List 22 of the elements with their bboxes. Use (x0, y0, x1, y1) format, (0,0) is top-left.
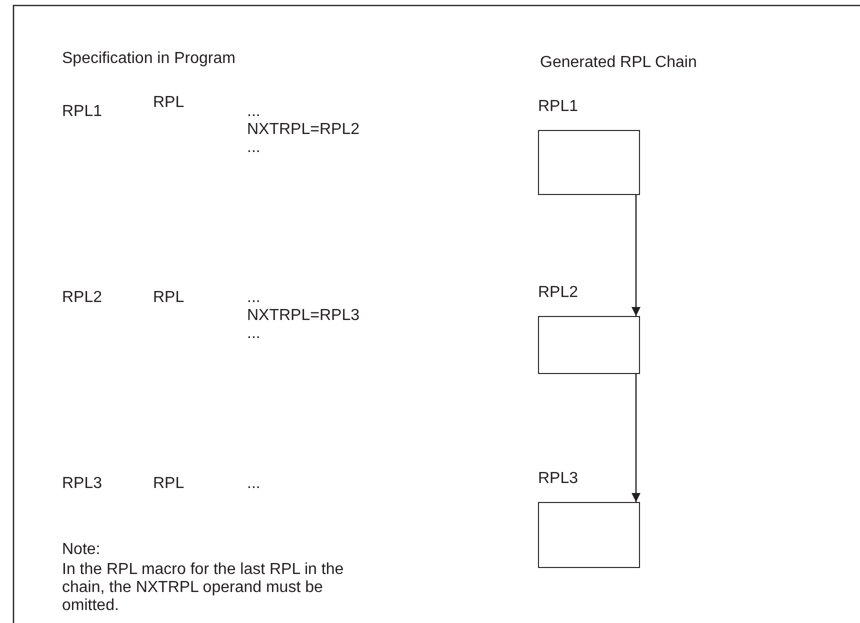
arrow (632, 374, 640, 502)
code-text: NXTRPL=RPL2 (247, 121, 360, 139)
macro-name: RPL (153, 475, 184, 493)
code-text: ... (247, 289, 260, 307)
box-heading: RPL2 (538, 284, 578, 302)
heading: Specification in Program (62, 50, 236, 68)
macro-name: RPL (153, 289, 184, 307)
macro-name: RPL (153, 94, 184, 112)
arrow (632, 195, 640, 316)
heading: Generated RPL Chain (540, 54, 697, 72)
row-name: RPL2 (62, 289, 102, 307)
row-name: RPL3 (62, 475, 102, 493)
note-heading: Note: (62, 541, 100, 559)
code-text: ... (247, 139, 260, 157)
code-text: NXTRPL=RPL3 (247, 307, 360, 325)
code-text: ... (247, 103, 260, 121)
row-name: RPL1 (62, 103, 102, 121)
code-text: ... (247, 475, 260, 493)
box-heading: RPL3 (538, 470, 578, 488)
box-heading: RPL1 (538, 98, 578, 116)
code-text: ... (247, 325, 260, 343)
note-text: In the RPL macro for the last RPL in the chain, the NXTRPL operand must be omitted. (62, 561, 345, 615)
